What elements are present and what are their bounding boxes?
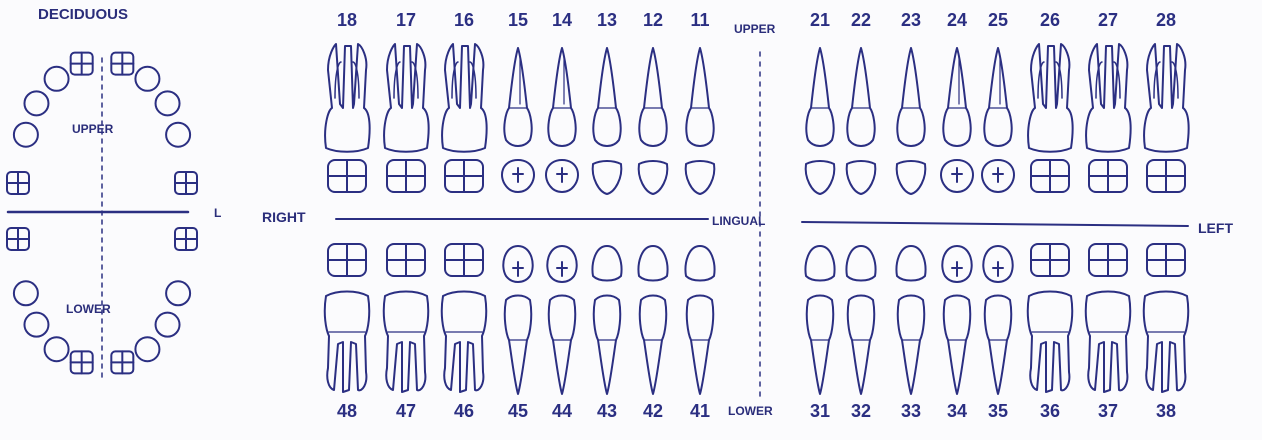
tooth-24[interactable] bbox=[943, 48, 970, 146]
deciduous-tooth[interactable] bbox=[24, 313, 48, 337]
tooth-25[interactable] bbox=[984, 48, 1011, 146]
deciduous-tooth[interactable] bbox=[14, 281, 38, 305]
tooth-21[interactable] bbox=[806, 48, 833, 146]
tooth-11-occlusal[interactable] bbox=[686, 161, 715, 194]
tooth-25-occlusal[interactable] bbox=[982, 160, 1014, 192]
tooth-45[interactable] bbox=[505, 296, 531, 395]
tooth-12-occlusal[interactable] bbox=[639, 161, 668, 194]
deciduous-tooth[interactable] bbox=[45, 67, 69, 91]
tooth-31-occlusal[interactable] bbox=[806, 246, 835, 281]
deciduous-tooth[interactable] bbox=[135, 67, 159, 91]
tooth-36[interactable] bbox=[1028, 292, 1072, 393]
tooth-46-occlusal[interactable] bbox=[445, 244, 483, 276]
tooth-43-occlusal[interactable] bbox=[593, 246, 622, 281]
tooth-11[interactable] bbox=[686, 48, 713, 146]
tooth-37[interactable] bbox=[1086, 292, 1130, 393]
tooth-22-occlusal[interactable] bbox=[847, 161, 876, 194]
deciduous-tooth[interactable] bbox=[166, 281, 190, 305]
tooth-46[interactable] bbox=[442, 292, 486, 393]
tooth-18-occlusal[interactable] bbox=[328, 160, 366, 192]
tooth-38-occlusal[interactable] bbox=[1147, 244, 1185, 276]
tooth-31[interactable] bbox=[807, 296, 833, 395]
deciduous-tooth[interactable] bbox=[111, 53, 133, 75]
tooth-16[interactable] bbox=[442, 44, 487, 152]
deciduous-tooth[interactable] bbox=[24, 91, 48, 115]
left-lingual-line bbox=[802, 222, 1188, 226]
tooth-13-occlusal[interactable] bbox=[593, 161, 622, 194]
deciduous-tooth[interactable] bbox=[14, 123, 38, 147]
deciduous-tooth[interactable] bbox=[111, 351, 133, 373]
tooth-15-occlusal[interactable] bbox=[502, 160, 534, 192]
tooth-38[interactable] bbox=[1144, 292, 1188, 393]
tooth-36-occlusal[interactable] bbox=[1031, 244, 1069, 276]
tooth-15[interactable] bbox=[504, 48, 531, 146]
tooth-13[interactable] bbox=[593, 48, 620, 146]
tooth-45-occlusal[interactable] bbox=[503, 246, 532, 282]
deciduous-tooth[interactable] bbox=[166, 123, 190, 147]
deciduous-tooth[interactable] bbox=[7, 172, 29, 194]
tooth-42[interactable] bbox=[640, 296, 666, 395]
tooth-17[interactable] bbox=[384, 44, 429, 152]
tooth-18[interactable] bbox=[325, 44, 370, 152]
tooth-16-occlusal[interactable] bbox=[445, 160, 483, 192]
tooth-32-occlusal[interactable] bbox=[847, 246, 876, 281]
tooth-14-occlusal[interactable] bbox=[546, 160, 578, 192]
deciduous-tooth[interactable] bbox=[135, 337, 159, 361]
tooth-21-occlusal[interactable] bbox=[806, 161, 835, 194]
tooth-48[interactable] bbox=[325, 292, 369, 393]
tooth-23-occlusal[interactable] bbox=[897, 161, 926, 194]
tooth-33-occlusal[interactable] bbox=[897, 246, 926, 281]
tooth-44-occlusal[interactable] bbox=[547, 246, 576, 282]
deciduous-tooth[interactable] bbox=[175, 172, 197, 194]
tooth-26-occlusal[interactable] bbox=[1031, 160, 1069, 192]
tooth-14[interactable] bbox=[548, 48, 575, 146]
tooth-22[interactable] bbox=[847, 48, 874, 146]
tooth-24-occlusal[interactable] bbox=[941, 160, 973, 192]
tooth-33[interactable] bbox=[898, 296, 924, 395]
tooth-17-occlusal[interactable] bbox=[387, 160, 425, 192]
tooth-41-occlusal[interactable] bbox=[686, 246, 715, 281]
deciduous-tooth[interactable] bbox=[71, 53, 93, 75]
deciduous-tooth[interactable] bbox=[156, 91, 180, 115]
tooth-27-occlusal[interactable] bbox=[1089, 160, 1127, 192]
tooth-47[interactable] bbox=[384, 292, 428, 393]
tooth-26[interactable] bbox=[1028, 44, 1073, 152]
deciduous-tooth[interactable] bbox=[71, 351, 93, 373]
tooth-12[interactable] bbox=[639, 48, 666, 146]
deciduous-tooth[interactable] bbox=[156, 313, 180, 337]
deciduous-tooth[interactable] bbox=[175, 228, 197, 250]
tooth-41[interactable] bbox=[687, 296, 713, 395]
deciduous-tooth[interactable] bbox=[7, 228, 29, 250]
tooth-34-occlusal[interactable] bbox=[942, 246, 971, 282]
tooth-27[interactable] bbox=[1086, 44, 1131, 152]
tooth-23[interactable] bbox=[897, 48, 924, 146]
deciduous-tooth[interactable] bbox=[45, 337, 69, 361]
tooth-28-occlusal[interactable] bbox=[1147, 160, 1185, 192]
tooth-35-occlusal[interactable] bbox=[983, 246, 1012, 282]
tooth-43[interactable] bbox=[594, 296, 620, 395]
tooth-28[interactable] bbox=[1144, 44, 1189, 152]
tooth-42-occlusal[interactable] bbox=[639, 246, 668, 281]
tooth-47-occlusal[interactable] bbox=[387, 244, 425, 276]
tooth-48-occlusal[interactable] bbox=[328, 244, 366, 276]
tooth-44[interactable] bbox=[549, 296, 575, 395]
tooth-32[interactable] bbox=[848, 296, 874, 395]
tooth-37-occlusal[interactable] bbox=[1089, 244, 1127, 276]
tooth-35[interactable] bbox=[985, 296, 1011, 395]
tooth-34[interactable] bbox=[944, 296, 970, 395]
